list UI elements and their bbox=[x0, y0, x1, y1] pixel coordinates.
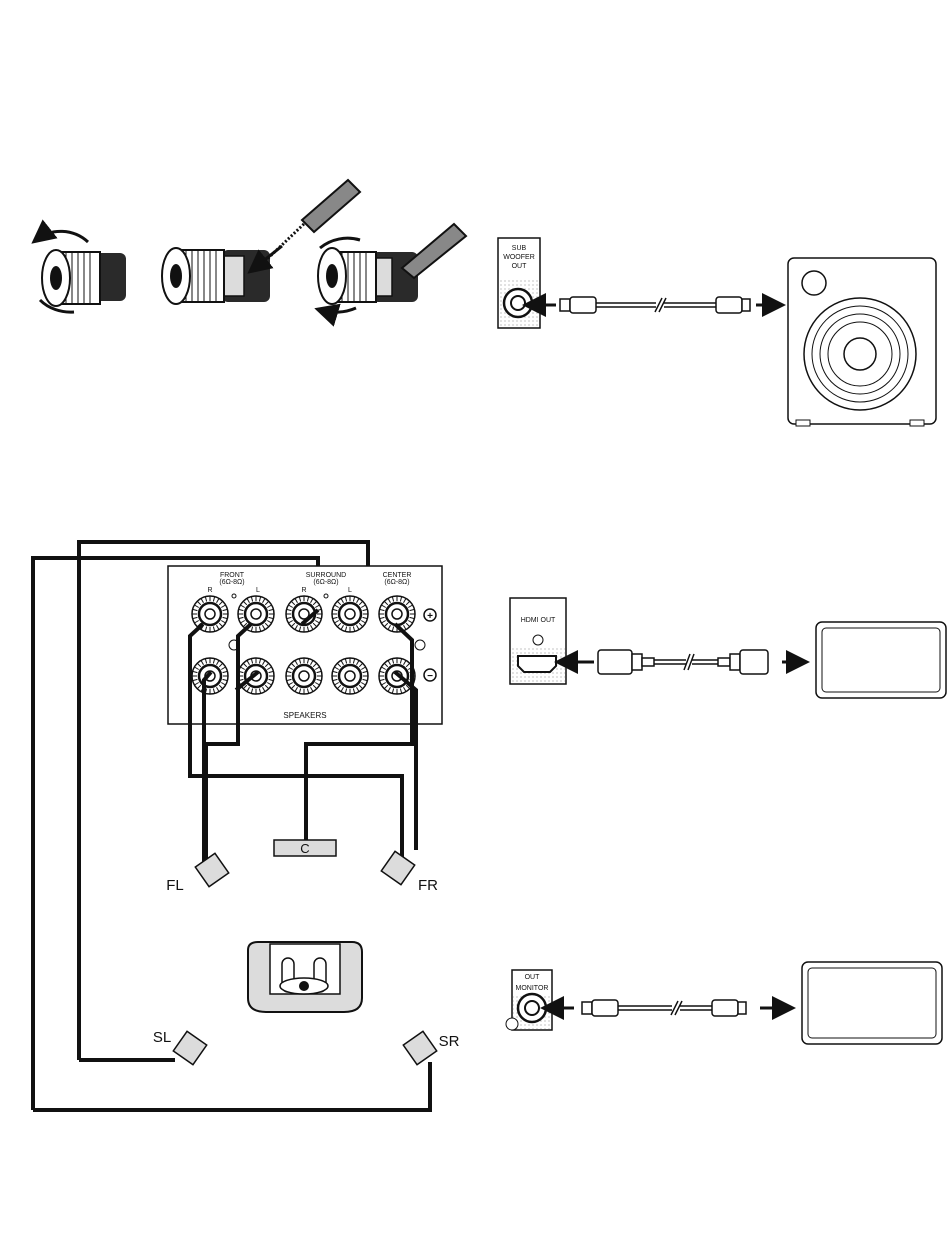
subwoofer-label-line2: WOOFER bbox=[503, 254, 535, 261]
speaker-fr: FR bbox=[381, 851, 438, 894]
subwoofer-jack-panel: SUB WOOFER OUT bbox=[498, 238, 540, 328]
surround-impedance: (6Ω-8Ω) bbox=[313, 579, 338, 586]
plus-sign: + bbox=[427, 611, 433, 622]
subwoofer-rca-cable bbox=[528, 297, 780, 313]
surround-l-label: L bbox=[348, 587, 352, 594]
monitor-rca-cable bbox=[546, 1000, 790, 1016]
speaker-terminal-knob bbox=[332, 658, 368, 694]
monitor-jack-panel: OUT MONITOR bbox=[506, 970, 552, 1030]
monitor-label-out: OUT bbox=[525, 974, 541, 981]
minus-sign: − bbox=[427, 671, 433, 682]
surround-r-label: R bbox=[301, 587, 306, 594]
subwoofer-label-line1: SUB bbox=[512, 245, 527, 252]
front-l-label: L bbox=[256, 587, 260, 594]
tv-monitor-hdmi bbox=[816, 622, 946, 698]
front-label: FRONT bbox=[220, 572, 245, 579]
speaker-c-label: C bbox=[300, 841, 309, 856]
front-r-label: R bbox=[207, 587, 212, 594]
speaker-sr: SR bbox=[403, 1031, 459, 1064]
monitor-label-monitor: MONITOR bbox=[516, 985, 549, 992]
subwoofer-speaker bbox=[788, 258, 936, 426]
speaker-terminal-knob bbox=[332, 596, 368, 632]
speaker-fl-label: FL bbox=[166, 877, 184, 894]
speaker-terminal-knob bbox=[238, 596, 274, 632]
speaker-terminal-knob bbox=[286, 596, 322, 632]
terminal-step-3 bbox=[318, 224, 466, 312]
speaker-c: C bbox=[274, 840, 336, 856]
speakers-label: SPEAKERS bbox=[283, 711, 326, 720]
tv-monitor-composite bbox=[802, 962, 942, 1044]
speaker-terminal-knob bbox=[286, 658, 322, 694]
speaker-fr-label: FR bbox=[418, 877, 438, 894]
center-label: CENTER bbox=[383, 572, 412, 579]
terminal-step-1 bbox=[36, 231, 126, 312]
speaker-sr-label: SR bbox=[439, 1033, 460, 1050]
speaker-fl: FL bbox=[166, 853, 228, 894]
hdmi-jack-panel: HDMI OUT bbox=[510, 598, 566, 684]
listener-sofa bbox=[248, 942, 362, 1012]
hdmi-cable bbox=[560, 650, 804, 674]
surround-label: SURROUND bbox=[306, 572, 346, 579]
front-impedance: (6Ω-8Ω) bbox=[219, 579, 244, 586]
speaker-sl-label: SL bbox=[153, 1029, 171, 1046]
subwoofer-label-line3: OUT bbox=[512, 263, 528, 270]
center-impedance: (6Ω-8Ω) bbox=[384, 579, 409, 586]
speaker-terminal-panel: FRONT (6Ω-8Ω) R L SURROUND (6Ω-8Ω) R L C… bbox=[168, 566, 442, 724]
hdmi-label: HDMI OUT bbox=[521, 617, 556, 624]
